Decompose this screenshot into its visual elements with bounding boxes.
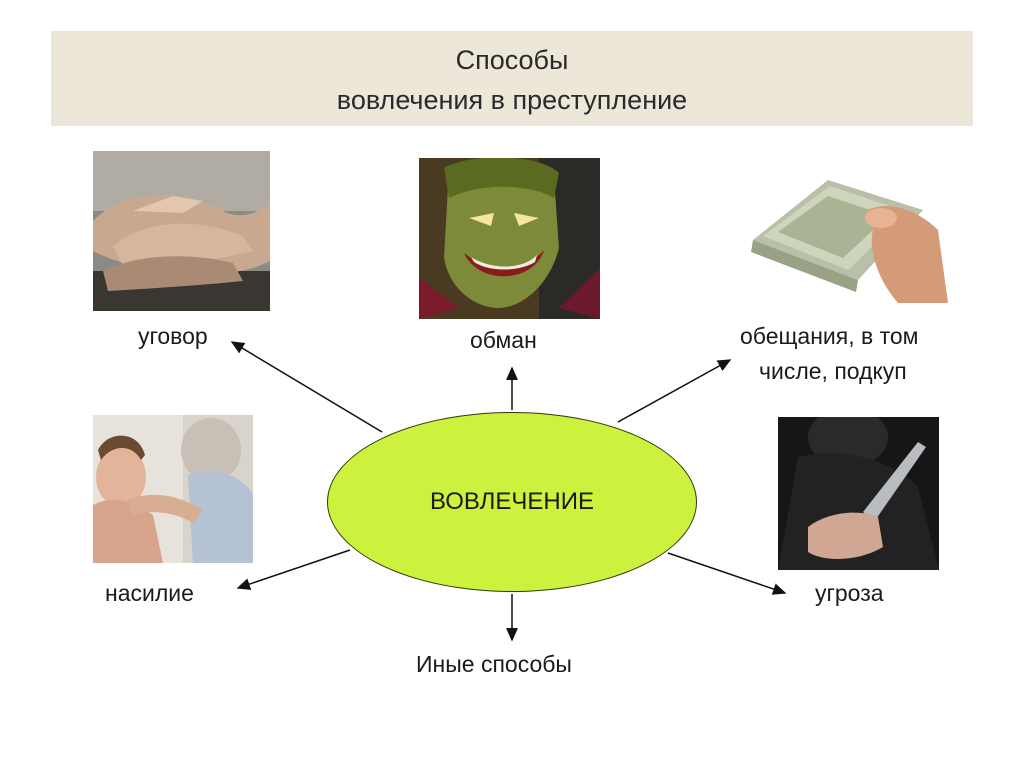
title-line-1: Способы bbox=[455, 45, 569, 75]
knife-image bbox=[778, 417, 939, 570]
money-bundle-image bbox=[748, 170, 948, 303]
label-nasilie: насилие bbox=[105, 580, 194, 606]
center-label: ВОВЛЕЧЕНИЕ bbox=[430, 488, 594, 515]
label-ugovor: уговор bbox=[138, 323, 208, 349]
arrow-obeshchaniya bbox=[617, 359, 732, 423]
label-obeshchaniya-line1: обещания, в том bbox=[740, 323, 919, 349]
label-ugroza: угроза bbox=[815, 580, 884, 606]
title-line-2: вовлечения в преступление bbox=[336, 85, 688, 115]
choking-child-image bbox=[93, 415, 253, 563]
joker-face-image bbox=[419, 158, 600, 319]
arrow-nasilie bbox=[236, 549, 351, 590]
arrow-ugroza bbox=[667, 552, 787, 595]
label-obman: обман bbox=[470, 327, 537, 353]
title-banner: Способы вовлечения в преступление bbox=[51, 31, 973, 126]
center-ellipse: ВОВЛЕЧЕНИЕ bbox=[327, 412, 697, 592]
hands-image bbox=[93, 151, 270, 311]
label-inye: Иные способы bbox=[416, 651, 572, 677]
label-obeshchaniya-line2: числе, подкуп bbox=[759, 358, 907, 384]
arrow-ugovor bbox=[230, 341, 383, 433]
